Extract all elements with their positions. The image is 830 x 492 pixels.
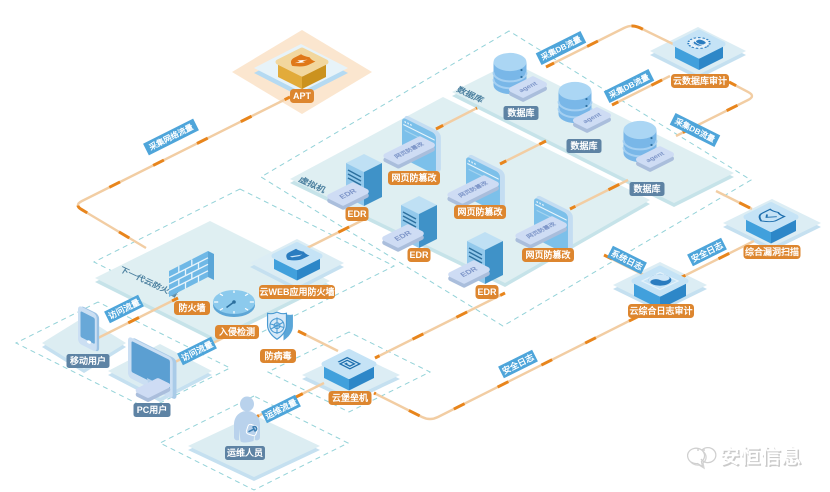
svg-text:网页防篡改: 网页防篡改 (525, 249, 571, 260)
svg-text:EDR: EDR (347, 209, 367, 219)
svg-text:PC用户: PC用户 (137, 404, 168, 415)
svg-text:运维人员: 运维人员 (227, 447, 263, 458)
svg-text:EDR: EDR (409, 250, 429, 260)
svg-text:安恒信息: 安恒信息 (720, 445, 802, 468)
svg-text:移动用户: 移动用户 (70, 355, 106, 366)
svg-text:云WEB应用防火墙: 云WEB应用防火墙 (260, 286, 335, 297)
svg-text:云综合日志审计: 云综合日志审计 (629, 305, 692, 316)
svg-text:云堡垒机: 云堡垒机 (332, 392, 368, 403)
svg-text:APT: APT (293, 91, 312, 101)
svg-text:综合漏洞扫描: 综合漏洞扫描 (745, 246, 799, 257)
svg-text:云数据库审计: 云数据库审计 (673, 75, 727, 86)
svg-text:防病毒: 防病毒 (264, 350, 291, 361)
svg-text:网页防篡改: 网页防篡改 (391, 172, 437, 183)
svg-text:网页防篡改: 网页防篡改 (457, 206, 503, 217)
svg-text:入侵检测: 入侵检测 (218, 326, 255, 337)
svg-text:数据库: 数据库 (570, 140, 597, 151)
svg-text:安恒信息: 安恒信息 (722, 447, 804, 470)
svg-text:数据库: 数据库 (633, 183, 660, 194)
svg-text:防火墙: 防火墙 (178, 302, 205, 313)
svg-text:EDR: EDR (477, 287, 497, 297)
svg-text:数据库: 数据库 (507, 107, 534, 118)
